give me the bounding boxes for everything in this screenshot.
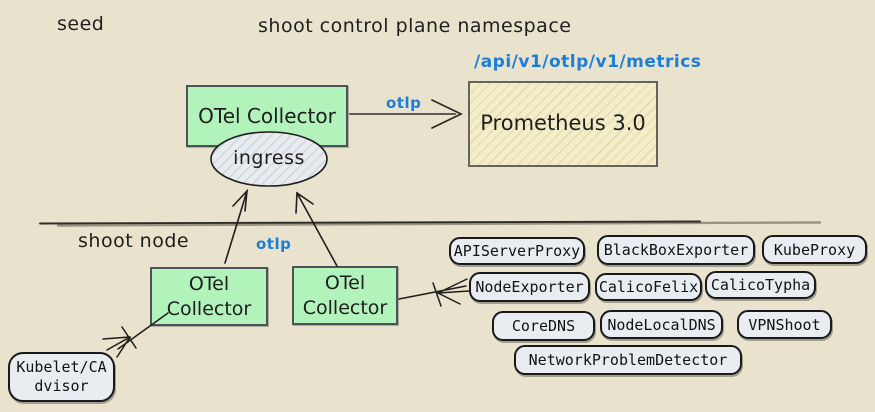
otlp-label-seed: otlp xyxy=(386,94,422,112)
shoot-node-region-label: shoot node xyxy=(78,230,190,252)
ingress-label: ingress xyxy=(233,147,305,169)
otlp-label-shoot: otlp xyxy=(256,235,292,253)
exporter-pill-coredns: CoreDNS xyxy=(492,311,595,341)
exporter-pill-networkproblemdetector: NetworkProblemDetector xyxy=(514,345,742,375)
shoot-otel-collector-left-line2: Collector xyxy=(166,297,252,320)
arrow-right-collector-ingress xyxy=(295,191,338,267)
exporter-pill-nodeexporter: NodeExporter xyxy=(469,272,590,302)
seed-region-label: seed xyxy=(57,13,105,35)
kubelet-cadvisor-line1: Kubelet/CA xyxy=(16,358,107,377)
prometheus-label: Prometheus 3.0 xyxy=(480,111,646,136)
arrow-left-collector-ingress xyxy=(224,188,249,264)
prometheus-node: Prometheus 3.0 xyxy=(468,81,658,167)
shoot-otel-collector-right: OTel Collector xyxy=(292,266,398,325)
seed-shoot-divider xyxy=(39,220,822,227)
exporter-pill-vpnshoot: VPNShoot xyxy=(737,310,832,339)
exporter-pill-calicofelix: CalicoFelix xyxy=(595,273,702,301)
shoot-otel-collector-left: OTel Collector xyxy=(150,267,268,326)
exporter-pill-nodelocaldns: NodeLocalDNS xyxy=(600,310,723,339)
kubelet-cadvisor-line2: dvisor xyxy=(34,377,89,395)
shoot-otel-collector-right-line1: OTel xyxy=(324,271,366,294)
control-plane-region-label: shoot control plane namespace xyxy=(258,15,572,37)
seed-otel-collector-node: OTel Collector xyxy=(186,85,348,147)
metrics-path-label: /api/v1/otlp/v1/metrics xyxy=(474,52,702,72)
exporter-pill-kubeproxy: KubeProxy xyxy=(762,235,867,264)
exporter-pill-calicotypha: CalicoTypha xyxy=(705,271,816,299)
kubelet-cadvisor-node: Kubelet/CA dvisor xyxy=(8,352,115,402)
shoot-otel-collector-left-line1: OTel xyxy=(188,272,230,295)
connector-exporters-collector xyxy=(398,278,470,307)
exporter-pill-apiserverproxy: APIServerProxy xyxy=(449,237,585,265)
exporter-pill-blackboxexporter: BlackBoxExporter xyxy=(597,235,755,265)
shoot-otel-collector-right-line2: Collector xyxy=(302,296,388,319)
seed-otel-collector-label: OTel Collector xyxy=(198,104,336,128)
